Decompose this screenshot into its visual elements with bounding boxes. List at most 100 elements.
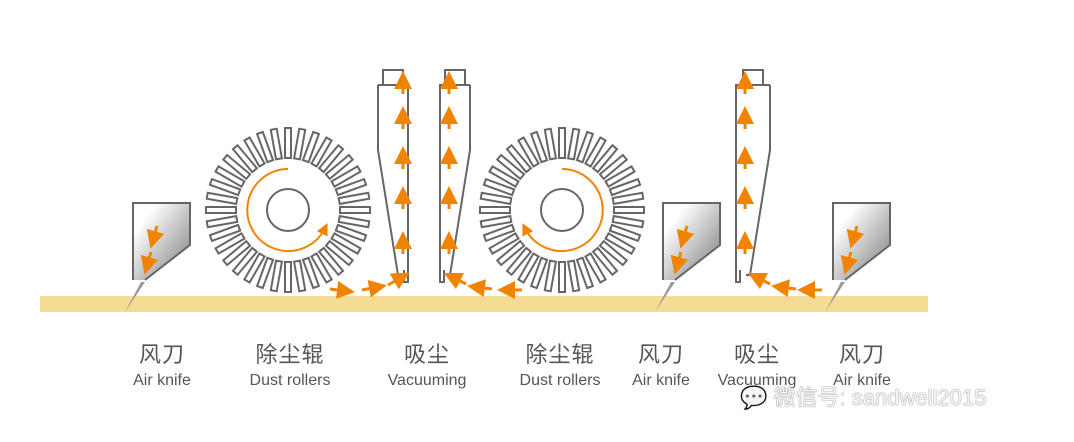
label-en-air-knife-1: Air knife [133, 372, 191, 389]
roller-bristle [221, 239, 252, 267]
label-cn-dust-rollers-2: 除尘辊 [525, 343, 595, 368]
roller-bristle [221, 153, 252, 181]
airflow-arrow [387, 272, 410, 290]
roller-bristle [324, 239, 355, 267]
roller-bristle [214, 232, 246, 255]
roller-bristle [255, 256, 275, 290]
roller-bristle [243, 136, 266, 168]
label-cn-vacuuming-2: 吸尘 [733, 343, 781, 368]
roller-bristle [231, 246, 259, 277]
roller-bristle [611, 191, 645, 206]
label-en-dust-rollers-1: Dust rollers [249, 372, 331, 389]
airflow-arrow [840, 251, 859, 275]
roller-bristle [310, 136, 333, 168]
airflow-arrow [747, 272, 771, 290]
roller-bristle [479, 214, 513, 229]
roller-bristle [208, 177, 242, 197]
roller-bristle [543, 259, 558, 293]
airflow-arrow [146, 225, 165, 249]
label-en-vacuuming-1: Vacuuming [387, 372, 467, 389]
label-cn-air-knife-3: 风刀 [838, 343, 886, 368]
roller-bristle [558, 127, 566, 159]
roller-bristle [575, 256, 595, 290]
roller-bristle [292, 259, 307, 293]
roller-bristle [517, 136, 540, 168]
roller-bristle [566, 127, 581, 161]
roller-bristle [479, 191, 513, 206]
watermark: 💬 微信号: sandwell2015 [740, 380, 986, 412]
label-cn-vacuuming-1: 吸尘 [403, 343, 451, 368]
label-cn-air-knife-1: 风刀 [138, 343, 186, 368]
roller-bristle [205, 206, 237, 214]
watermark-text: 微信号: sandwell2015 [773, 385, 987, 410]
roller-bristle [317, 143, 345, 174]
dust-roller [479, 127, 645, 293]
tube-body [735, 84, 771, 283]
roller-bristle [205, 214, 239, 229]
roller-bristle [479, 206, 511, 214]
roller-bristle [488, 232, 520, 255]
roller-bristle [284, 261, 292, 293]
roller-bristle [208, 223, 242, 243]
rotation-arrow [246, 168, 328, 252]
roller-bristle [543, 127, 558, 161]
roller-bristle [205, 191, 239, 206]
roller-bristle [495, 239, 526, 267]
roller-bristle [482, 223, 516, 243]
label-en-vacuuming-2: Vacuuming [717, 372, 797, 389]
roller-bristle [584, 252, 607, 284]
roller-bristle [584, 136, 607, 168]
roller-bristle [317, 246, 345, 277]
roller-bristle [339, 206, 371, 214]
airflow-arrow [361, 279, 387, 298]
air-jet [125, 282, 145, 312]
airflow-arrow [140, 251, 159, 275]
roller-bristle [334, 223, 368, 243]
air-knife [825, 202, 891, 312]
roller-bristle [505, 143, 533, 174]
airflow-arrow [329, 280, 355, 299]
roller-bristle [310, 252, 333, 284]
airflow-arrow [771, 279, 797, 298]
roller-bristle [529, 130, 549, 164]
airflow-arrow [676, 225, 695, 249]
roller-bristle [337, 214, 371, 229]
air-knife-body [662, 202, 721, 281]
air-knife [125, 202, 191, 312]
roller-bristle [330, 232, 362, 255]
roller-bristle [324, 153, 355, 181]
roller-bristle [608, 177, 642, 197]
air-jet [825, 282, 845, 312]
roller-bristle [337, 191, 371, 206]
roller-bristle [591, 246, 619, 277]
vacuum-tube [735, 69, 771, 283]
airflow-arrow [443, 272, 467, 290]
roller-bristle [301, 256, 321, 290]
roller-bristle [231, 143, 259, 174]
roller-bristle [214, 165, 246, 188]
vacuum-tube [439, 69, 471, 283]
air-knife-body [132, 202, 191, 281]
roller-bristle [255, 130, 275, 164]
roller-bristle [598, 239, 629, 267]
roller-bristle [330, 165, 362, 188]
dust-roller [205, 127, 371, 293]
roller-bristle [269, 127, 284, 161]
roller-bristle [611, 214, 645, 229]
roller-bristle [517, 252, 540, 284]
air-jet [655, 282, 675, 312]
tube-body [439, 84, 471, 283]
conveyor-floor [40, 296, 928, 312]
label-en-air-knife-2: Air knife [632, 372, 690, 389]
roller-bristle [608, 223, 642, 243]
air-knife [655, 202, 721, 312]
roller-bristle [613, 206, 645, 214]
airflow-arrow [846, 225, 865, 249]
roller-bristle [488, 165, 520, 188]
roller-bristle [269, 259, 284, 293]
roller-bristle [558, 261, 566, 293]
air-knife-body [832, 202, 891, 281]
roller-bristle [301, 130, 321, 164]
